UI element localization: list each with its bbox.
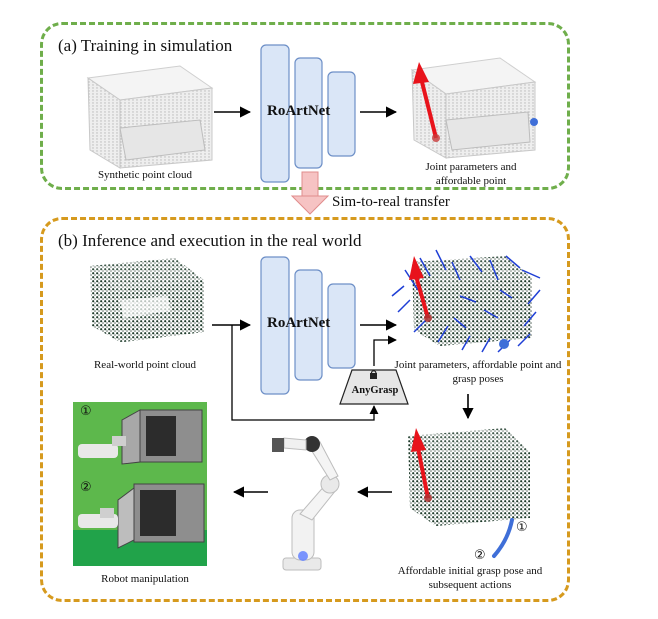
anygrasp-module [339, 369, 409, 405]
real-point-cloud [90, 258, 204, 342]
grasp-step-2-marker: ② [474, 548, 486, 563]
transfer-arrow [290, 171, 330, 215]
network-label-sim: RoArtNet [267, 103, 331, 119]
sim-output-caption-line-1: Joint parameters and [425, 161, 517, 173]
simulation-heading: (a) Training in simulation [58, 36, 233, 55]
joint-grasp-prediction-real [391, 249, 541, 353]
initial-grasp-pose [408, 428, 530, 558]
action-caption-line-1: Affordable initial grasp pose and [397, 565, 543, 577]
joint-prediction-sim [410, 57, 538, 159]
photo-step-2-marker: ② [80, 480, 92, 495]
real-output-caption-line-2: grasp poses [452, 373, 504, 385]
synthetic-caption: Synthetic point cloud [97, 169, 193, 181]
robot-photo-step-1 [73, 402, 207, 478]
real-output-caption-line-1: Joint parameters, affordable point and [394, 359, 562, 371]
roartnet-sim-network [260, 44, 356, 183]
sim-output-caption: Joint parameters and affordable point [396, 160, 546, 188]
synthetic-point-cloud [86, 65, 214, 169]
roartnet-real-network [260, 256, 356, 395]
action-caption-line-2: subsequent actions [428, 579, 512, 591]
anygrasp-label: AnyGrasp [351, 385, 399, 396]
grasp-step-1-marker: ① [516, 520, 528, 535]
real-caption: Real-world point cloud [93, 359, 197, 371]
grasp-poses [391, 249, 541, 353]
robot-caption: Robot manipulation [101, 573, 189, 585]
transfer-label: Sim-to-real transfer [332, 194, 450, 210]
sim-output-caption-line-2: affordable point [435, 175, 507, 187]
action-caption: Affordable initial grasp pose and subseq… [382, 564, 558, 592]
real-world-panel [40, 217, 570, 602]
network-label-real: RoArtNet [267, 315, 331, 331]
robot-arm [272, 436, 340, 571]
robot-photo-step-2 [73, 478, 207, 566]
real-world-heading: (b) Inference and execution in the real … [58, 231, 362, 250]
photo-step-1-marker: ① [80, 404, 92, 419]
real-output-caption: Joint parameters, affordable point and g… [378, 358, 578, 386]
